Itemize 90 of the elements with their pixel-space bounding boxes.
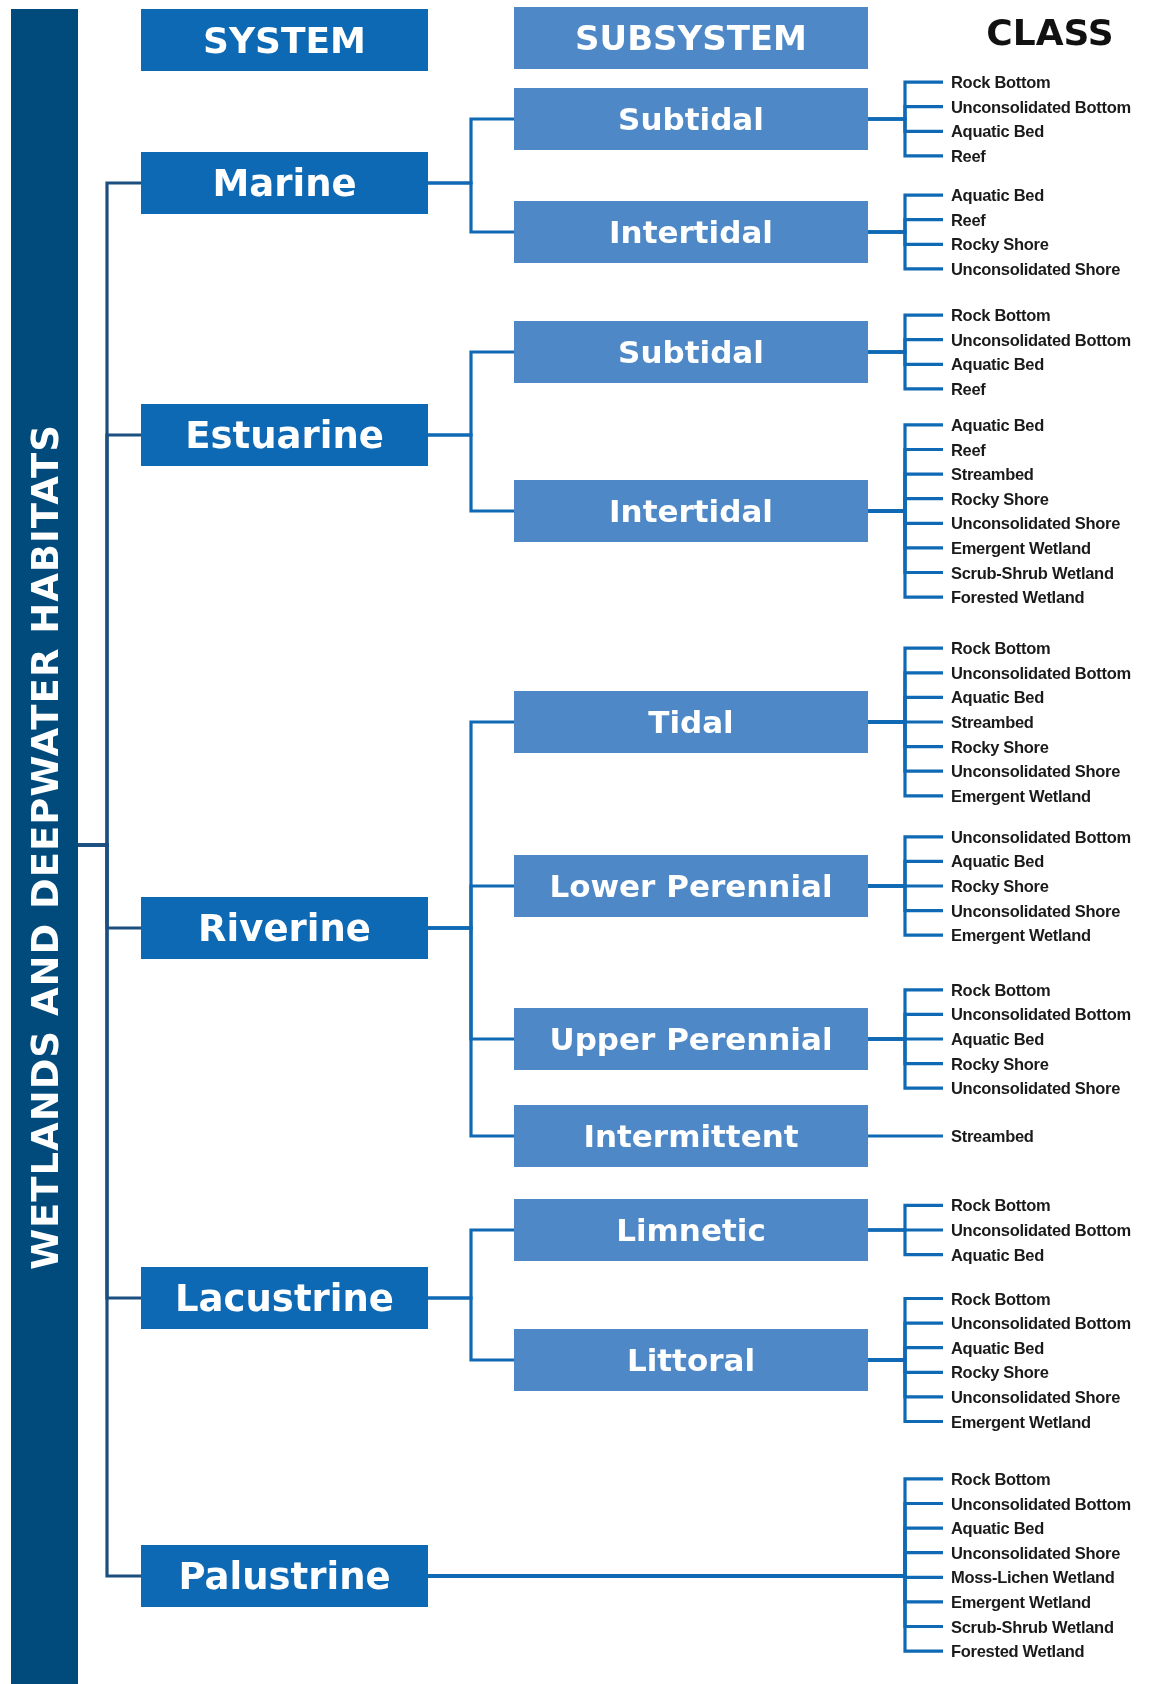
class-label: Aquatic Bed xyxy=(943,1516,1044,1541)
connector-line xyxy=(868,1037,943,1090)
class-label: Streambed xyxy=(943,710,1034,734)
class-label: Unconsolidated Shore xyxy=(943,256,1121,281)
connector-line xyxy=(868,1358,943,1424)
class-label: Rocky Shore xyxy=(943,874,1049,898)
connector-line xyxy=(868,720,943,798)
class-label: Reef xyxy=(943,437,986,462)
class-label: Forested Wetland xyxy=(943,585,1085,610)
system-box: Marine xyxy=(141,152,428,214)
class-label: Unconsolidated Shore xyxy=(943,1384,1121,1409)
class-label: Rock Bottom xyxy=(943,1466,1051,1491)
subsystem-box: Intertidal xyxy=(514,201,868,263)
class-label: Reef xyxy=(943,376,986,401)
class-label: Rock Bottom xyxy=(943,636,1051,661)
class-label: Emergent Wetland xyxy=(943,783,1091,808)
class-label: Unconsolidated Bottom xyxy=(943,94,1131,119)
class-label: Unconsolidated Shore xyxy=(943,898,1121,923)
connector-line xyxy=(868,884,943,937)
connector-line xyxy=(428,1296,514,1362)
connector-line xyxy=(868,509,943,599)
subsystem-box: Intertidal xyxy=(514,480,868,542)
title-bar xyxy=(11,9,78,1684)
class-label: Unconsolidated Bottom xyxy=(943,824,1131,849)
class-label: Rocky Shore xyxy=(943,734,1049,759)
class-label: Rock Bottom xyxy=(943,1286,1051,1311)
class-label: Scrub-Shrub Wetland xyxy=(943,1614,1114,1639)
system-box: Lacustrine xyxy=(141,1267,428,1329)
class-label: Aquatic Bed xyxy=(943,1242,1044,1267)
class-label: Unconsolidated Bottom xyxy=(943,660,1131,685)
class-label: Aquatic Bed xyxy=(943,352,1044,377)
class-label: Unconsolidated Bottom xyxy=(943,1002,1131,1027)
connector-line xyxy=(868,230,943,271)
class-label: Streambed xyxy=(943,1124,1034,1148)
class-label: Unconsolidated Bottom xyxy=(943,327,1131,352)
class-label: Reef xyxy=(943,207,986,232)
connector-line xyxy=(868,1134,943,1138)
class-label: Aquatic Bed xyxy=(943,1335,1044,1360)
class-label: Emergent Wetland xyxy=(943,1589,1091,1614)
class-label: Rock Bottom xyxy=(943,70,1051,95)
subsystem-box: Lower Perennial xyxy=(514,855,868,917)
class-label: Rocky Shore xyxy=(943,1051,1049,1076)
class-label: Aquatic Bed xyxy=(943,412,1044,437)
class-label: Reef xyxy=(943,143,986,168)
connector-line xyxy=(78,843,141,1578)
connector-line xyxy=(868,350,943,391)
class-label: Forested Wetland xyxy=(943,1639,1085,1664)
class-label: Unconsolidated Shore xyxy=(943,1076,1121,1101)
class-label: Emergent Wetland xyxy=(943,1409,1091,1434)
subsystem-box: Subtidal xyxy=(514,88,868,150)
class-label: Rocky Shore xyxy=(943,486,1049,511)
class-label: Aquatic Bed xyxy=(943,1027,1044,1051)
class-label: Streambed xyxy=(943,462,1034,487)
class-label: Rocky Shore xyxy=(943,1360,1049,1385)
connector-line xyxy=(428,181,514,234)
class-label: Rock Bottom xyxy=(943,303,1051,328)
class-label: Unconsolidated Bottom xyxy=(943,1311,1131,1336)
class-label: Emergent Wetland xyxy=(943,923,1091,948)
class-label: Aquatic Bed xyxy=(943,685,1044,710)
class-label: Rocky Shore xyxy=(943,232,1049,257)
system-box: Riverine xyxy=(141,897,428,959)
class-label: Aquatic Bed xyxy=(943,183,1044,208)
class-label: Rock Bottom xyxy=(943,1193,1051,1218)
subsystem-box: Limnetic xyxy=(514,1199,868,1261)
connector-line xyxy=(868,117,943,158)
class-label: Emergent Wetland xyxy=(943,535,1091,560)
class-label: Unconsolidated Bottom xyxy=(943,1218,1131,1242)
title-text: WETLANDS AND DEEPWATER HABITATS xyxy=(23,423,66,1270)
class-label: Unconsolidated Shore xyxy=(943,1540,1121,1565)
class-label: Unconsolidated Shore xyxy=(943,511,1121,536)
connector-line xyxy=(868,1228,943,1257)
column-header: SUBSYSTEM xyxy=(514,7,868,69)
column-header: CLASS xyxy=(985,12,1115,53)
subsystem-box: Littoral xyxy=(514,1329,868,1391)
subsystem-box: Tidal xyxy=(514,691,868,753)
class-label: Scrub-Shrub Wetland xyxy=(943,560,1114,585)
class-label: Rock Bottom xyxy=(943,977,1051,1002)
system-box: Estuarine xyxy=(141,404,428,466)
column-header: SYSTEM xyxy=(141,9,428,71)
class-label: Unconsolidated Bottom xyxy=(943,1491,1131,1516)
connector-line xyxy=(428,926,514,1138)
subsystem-box: Upper Perennial xyxy=(514,1008,868,1070)
class-label: Aquatic Bed xyxy=(943,119,1044,144)
class-label: Unconsolidated Shore xyxy=(943,759,1121,784)
system-box: Palustrine xyxy=(141,1545,428,1607)
connector-line xyxy=(428,433,514,513)
class-label: Aquatic Bed xyxy=(943,849,1044,874)
class-label: Moss-Lichen Wetland xyxy=(943,1565,1115,1590)
subsystem-box: Intermittent xyxy=(514,1105,868,1167)
subsystem-box: Subtidal xyxy=(514,321,868,383)
